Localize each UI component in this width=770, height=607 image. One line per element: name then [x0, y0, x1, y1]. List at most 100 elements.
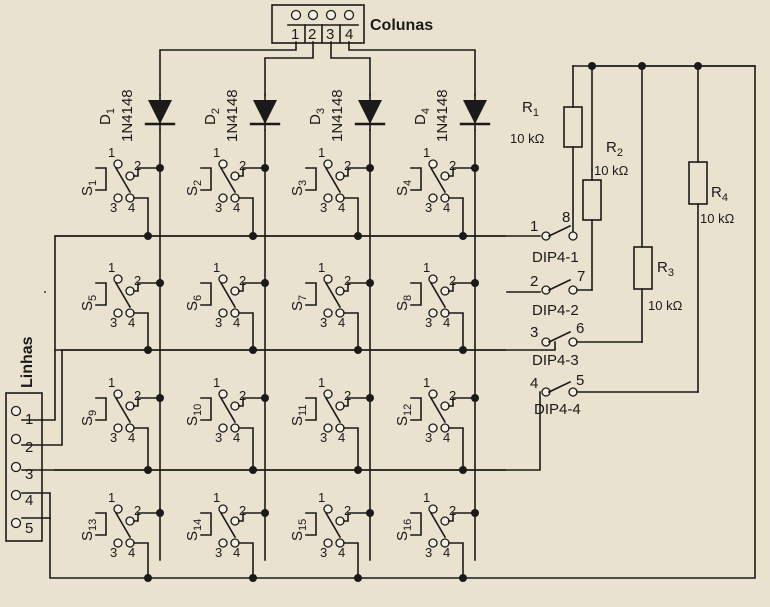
rows-pin-3 [10, 461, 22, 473]
switch-s3-pin-4: 4 [338, 200, 345, 215]
dip-4-name: DIP4-4 [534, 401, 581, 418]
columns-pin-3 [325, 9, 337, 21]
switch-s10-pin-3: 3 [215, 430, 222, 445]
switch-s6-ref: S6 [184, 295, 204, 311]
switch-s16-pin-4: 4 [443, 545, 450, 560]
switch-s8-ref: S8 [394, 295, 414, 311]
rows-title: Linhas [19, 336, 36, 388]
switch-s15-pin-3: 3 [320, 545, 327, 560]
dip-4-right-pin: 5 [576, 372, 584, 389]
switch-s5-pin-4: 4 [128, 315, 135, 330]
columns-pin-label-2: 2 [308, 26, 316, 43]
switch-s4-pin-4: 4 [443, 200, 450, 215]
switch-s14-pin-2: 2 [239, 503, 246, 518]
resistor-r1-ref: R1 [522, 99, 539, 119]
switch-s2-pin-2: 2 [239, 158, 246, 173]
dip-2-name: DIP4-2 [532, 302, 579, 319]
switch-s12-ref: S12 [394, 404, 414, 426]
switch-s10-pin-4: 4 [233, 430, 240, 445]
switch-s14-pin-1: 1 [213, 490, 220, 505]
switch-s16-pin-2: 2 [449, 503, 456, 518]
switch-s13-pin-2: 2 [134, 503, 141, 518]
switch-s8-pin-2: 2 [449, 273, 456, 288]
diode-d1-ref: D1 [97, 108, 117, 125]
switch-s3-pin-3: 3 [320, 200, 327, 215]
switch-s4-pin-2: 2 [449, 158, 456, 173]
switch-s12-pin-3: 3 [425, 430, 432, 445]
switch-s10-ref: S10 [184, 404, 204, 426]
switch-s3-ref: S3 [289, 180, 309, 196]
diode-d2: D2 1N4148 [202, 89, 281, 142]
rows-pin-label-4: 4 [25, 492, 33, 509]
dip-1-right-pin: 8 [562, 209, 570, 226]
resistor-r3-ref: R3 [657, 259, 674, 279]
switch-s1-ref: S1 [79, 180, 99, 196]
rows-connector-body [5, 392, 43, 542]
diode-d2-part: 1N4148 [224, 89, 241, 142]
switch-s7-pin-3: 3 [320, 315, 327, 330]
rows-pin-label-3: 3 [25, 466, 33, 483]
switch-s4-pin-3: 3 [425, 200, 432, 215]
switch-s15-pin-4: 4 [338, 545, 345, 560]
switch-s16-pin-3: 3 [425, 545, 432, 560]
switch-s9-pin-4: 4 [128, 430, 135, 445]
switch-s11-pin-2: 2 [344, 388, 351, 403]
columns-pin-label-1: 1 [291, 26, 299, 43]
switch-s9-pin-2: 2 [134, 388, 141, 403]
resistor-r3-value: 10 kΩ [648, 298, 683, 313]
switch-s5-ref: S5 [79, 295, 99, 311]
switch-s6-pin-4: 4 [233, 315, 240, 330]
switch-s5-pin-3: 3 [110, 315, 117, 330]
switch-s6-pin-1: 1 [213, 260, 220, 275]
switch-s9-pin-1: 1 [108, 375, 115, 390]
dip-1-name: DIP4-1 [532, 249, 579, 266]
switch-s13-pin-1: 1 [108, 490, 115, 505]
column-wires [159, 41, 476, 561]
columns-pin-label-3: 3 [326, 26, 334, 43]
switch-s5-pin-1: 1 [108, 260, 115, 275]
diode-d4-part: 1N4148 [434, 89, 451, 142]
switch-s8-pin-4: 4 [443, 315, 450, 330]
switch-s16-ref: S16 [394, 519, 414, 541]
rows-pin-1 [10, 405, 22, 417]
dip-2-left-pin: 2 [530, 273, 538, 290]
switch-s2-pin-3: 3 [215, 200, 222, 215]
resistor-r4-ref: R4 [711, 184, 728, 204]
switch-s16-pin-1: 1 [423, 490, 430, 505]
dip-switch-1: 1 8 DIP4-1 [530, 209, 579, 266]
switch-s8-pin-3: 3 [425, 315, 432, 330]
diode-d3-part: 1N4148 [329, 89, 346, 142]
switch-s7-pin-4: 4 [338, 315, 345, 330]
switch-s7-ref: S7 [289, 295, 309, 311]
diode-d1: D1 1N4148 [97, 89, 176, 142]
switch-s11-pin-4: 4 [338, 430, 345, 445]
dip-4-left-pin: 4 [530, 375, 538, 392]
dip-switch-3: 3 6 DIP4-3 [530, 320, 643, 369]
diode-d3-ref: D3 [307, 108, 327, 125]
switch-s15-pin-2: 2 [344, 503, 351, 518]
rows-pin-4 [10, 489, 22, 501]
switch-s1-pin-2: 2 [134, 158, 141, 173]
dip-switch-2: 2 7 DIP4-2 [506, 268, 593, 319]
switch-s11-pin-3: 3 [320, 430, 327, 445]
switch-s1-pin-1: 1 [108, 145, 115, 160]
diode-d4-ref: D4 [412, 108, 432, 125]
columns-pin-1 [290, 9, 302, 21]
diode-d3: D3 1N4148 [307, 89, 386, 142]
switch-s15-ref: S15 [289, 519, 309, 541]
switch-s6-pin-2: 2 [239, 273, 246, 288]
resistor-network: R1 10 kΩ R2 10 kΩ R3 10 kΩ R4 10 kΩ [510, 62, 756, 393]
rows-connector: 1 2 3 4 5 Linhas [5, 336, 43, 542]
switch-s13-ref: S13 [79, 519, 99, 541]
columns-pin-4 [343, 9, 355, 21]
